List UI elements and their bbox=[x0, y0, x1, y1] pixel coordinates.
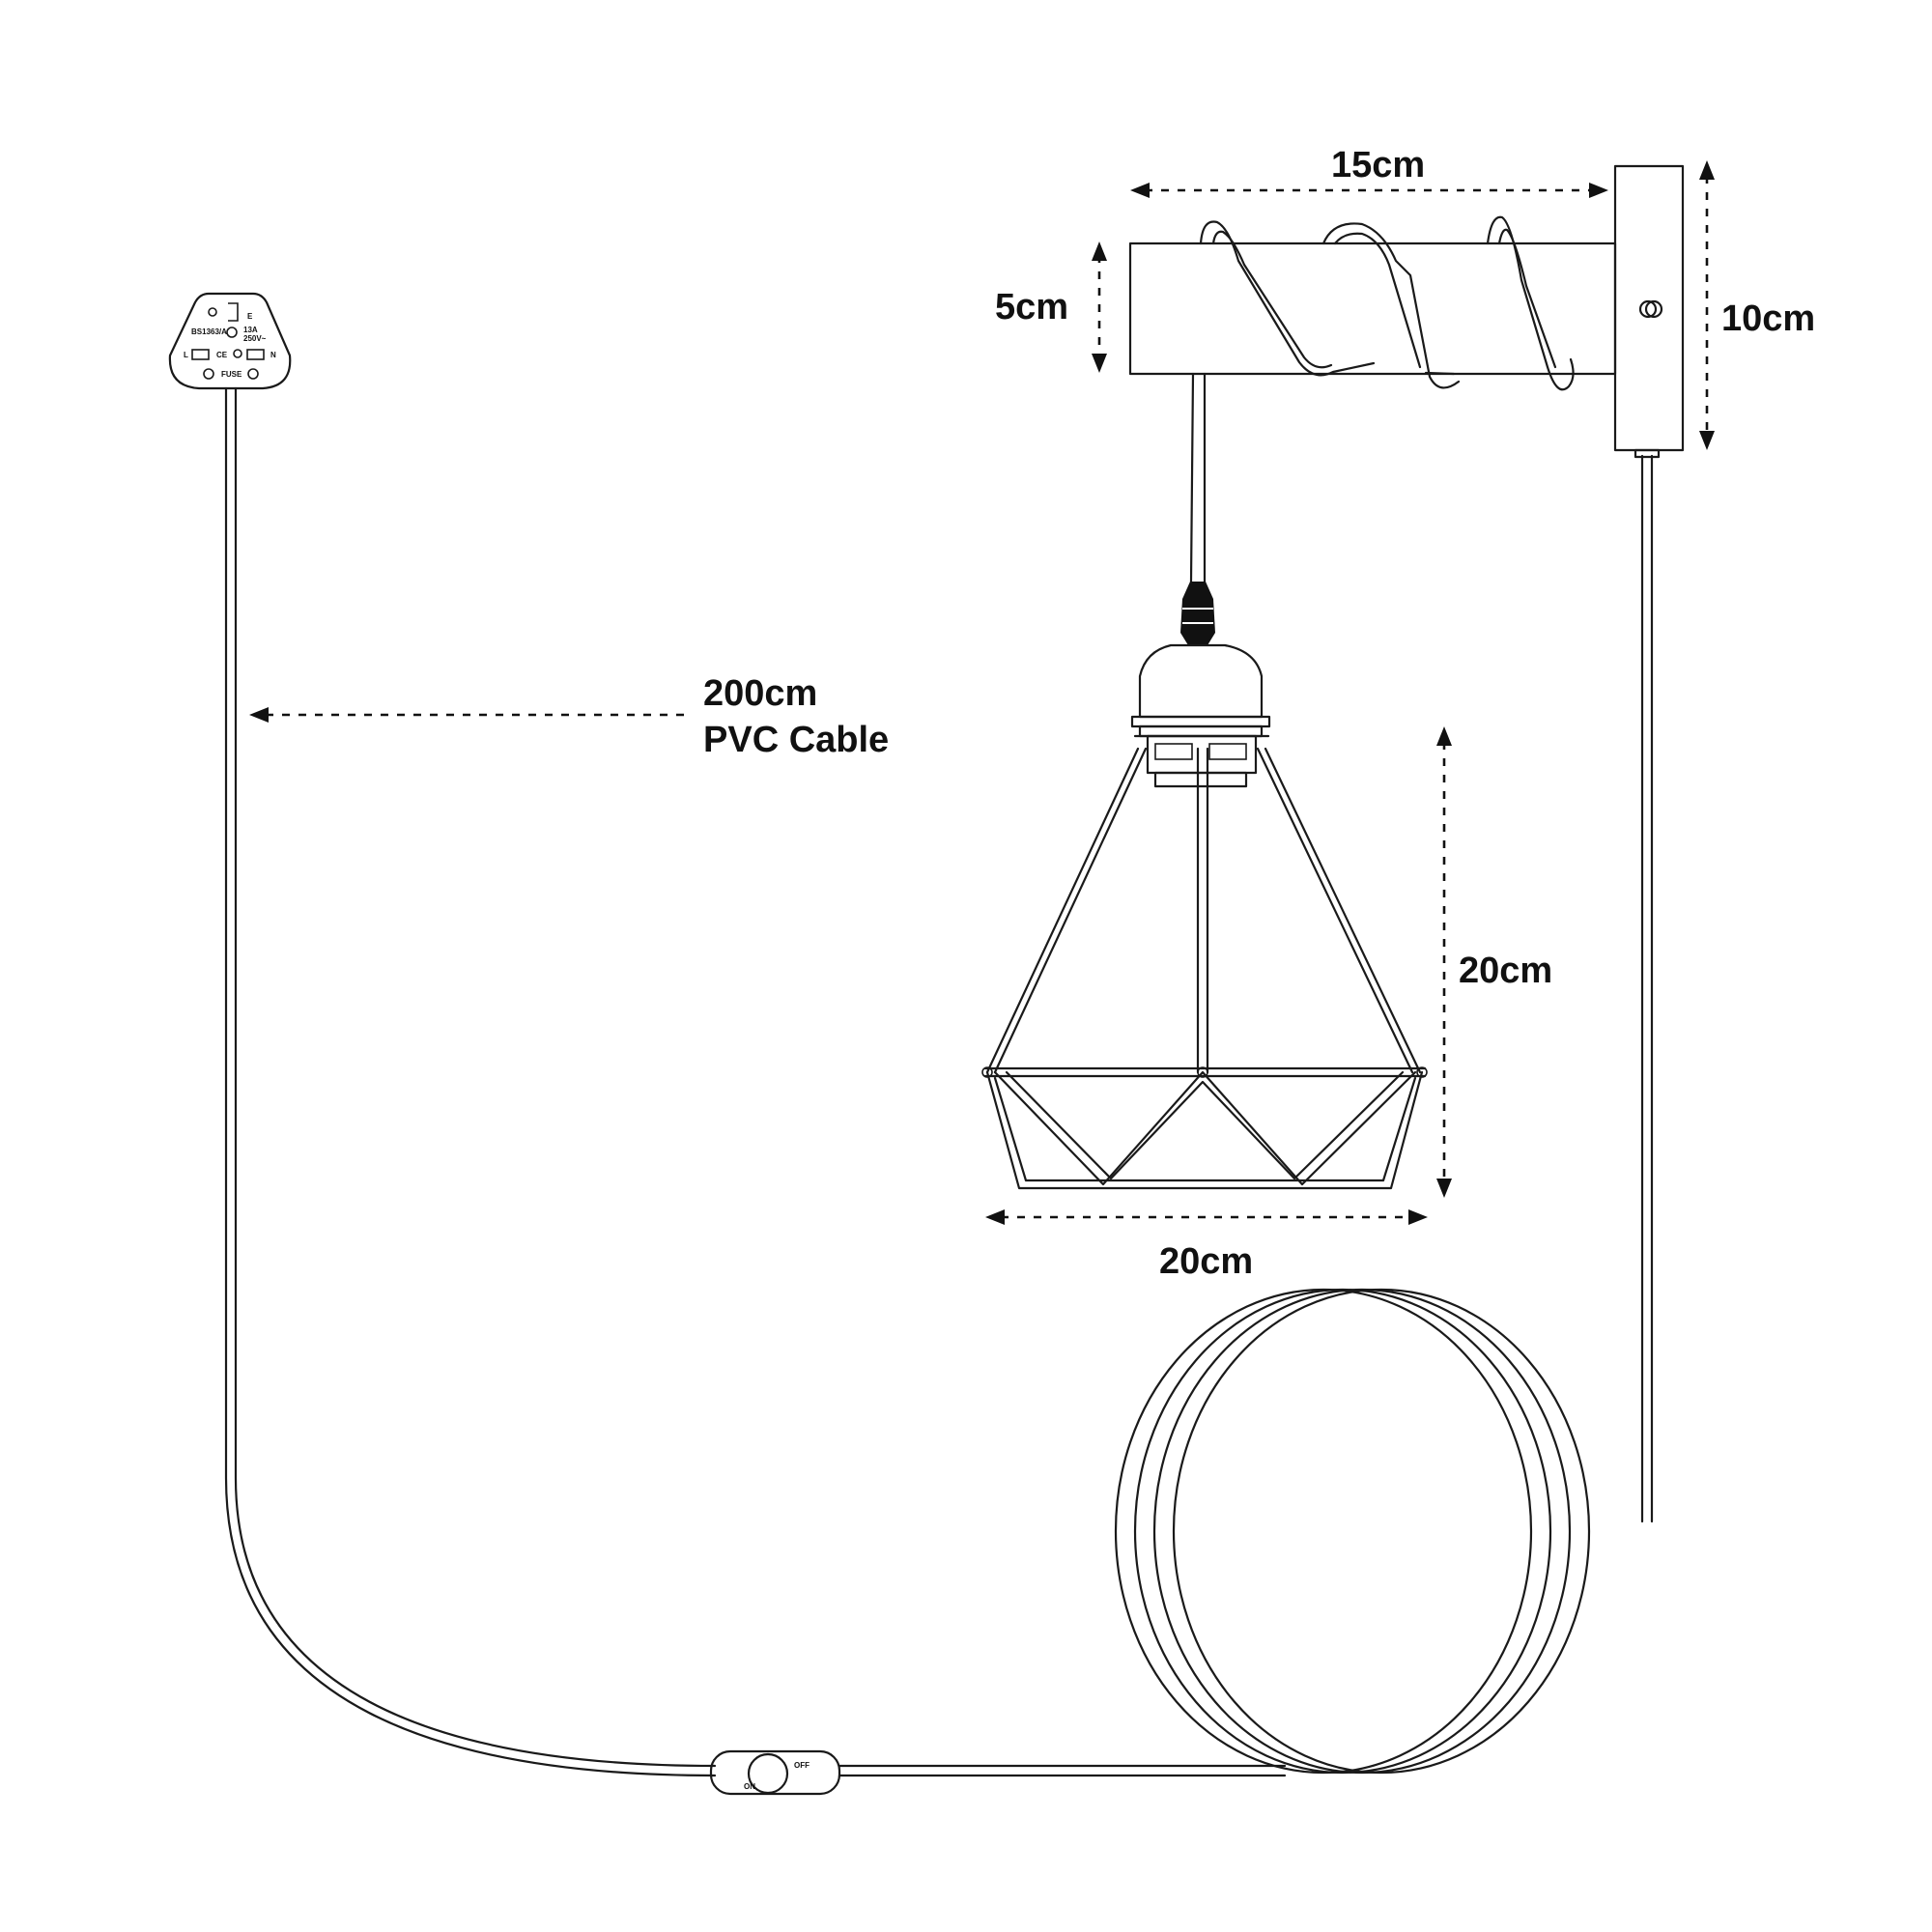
switch-off-label: OFF bbox=[794, 1761, 810, 1770]
pendant-flex bbox=[1189, 372, 1207, 583]
switch-on-label: ON bbox=[744, 1782, 755, 1791]
plug-voltage-label: 250V~ bbox=[243, 334, 267, 343]
dim-shade-height: 20cm bbox=[1459, 951, 1552, 991]
switch-to-coil-cable bbox=[838, 1764, 1287, 1777]
cable-coil bbox=[1114, 1288, 1591, 1775]
cable-length-label: 200cm bbox=[703, 673, 817, 714]
dim-shade-width: 20cm bbox=[1159, 1241, 1253, 1282]
inline-switch[interactable]: ON OFF bbox=[709, 1749, 841, 1796]
coil-to-wallplate-cable bbox=[1640, 454, 1654, 1523]
dim-wall-plate-height: 10cm bbox=[1721, 298, 1815, 339]
plug-neutral-label: N bbox=[270, 351, 276, 359]
supply-cable bbox=[224, 386, 717, 1777]
plug-earth-label: E bbox=[247, 312, 253, 321]
plug-standard-label: BS1363/A bbox=[191, 327, 227, 336]
wall-plate bbox=[1613, 164, 1685, 459]
dim-bracket-height: 5cm bbox=[995, 287, 1068, 327]
lamp-holder bbox=[1130, 643, 1271, 788]
dimension-lines bbox=[249, 160, 1715, 1225]
plug-fuse-label: FUSE bbox=[221, 370, 242, 379]
uk-plug: E BS1363/A 13A 250V~ L CE N FUSE bbox=[168, 292, 292, 390]
cage-shade bbox=[981, 734, 1428, 1190]
cord-grip bbox=[1180, 582, 1215, 645]
dim-bracket-length: 15cm bbox=[1331, 145, 1425, 185]
cable-type-label: PVC Cable bbox=[703, 720, 889, 760]
plug-live-label: L bbox=[184, 351, 188, 359]
wrapped-cable bbox=[1199, 215, 1575, 391]
plug-ce-label: CE bbox=[216, 351, 228, 359]
plug-rating-label: 13A bbox=[243, 326, 258, 334]
wooden-arm bbox=[1128, 242, 1617, 376]
